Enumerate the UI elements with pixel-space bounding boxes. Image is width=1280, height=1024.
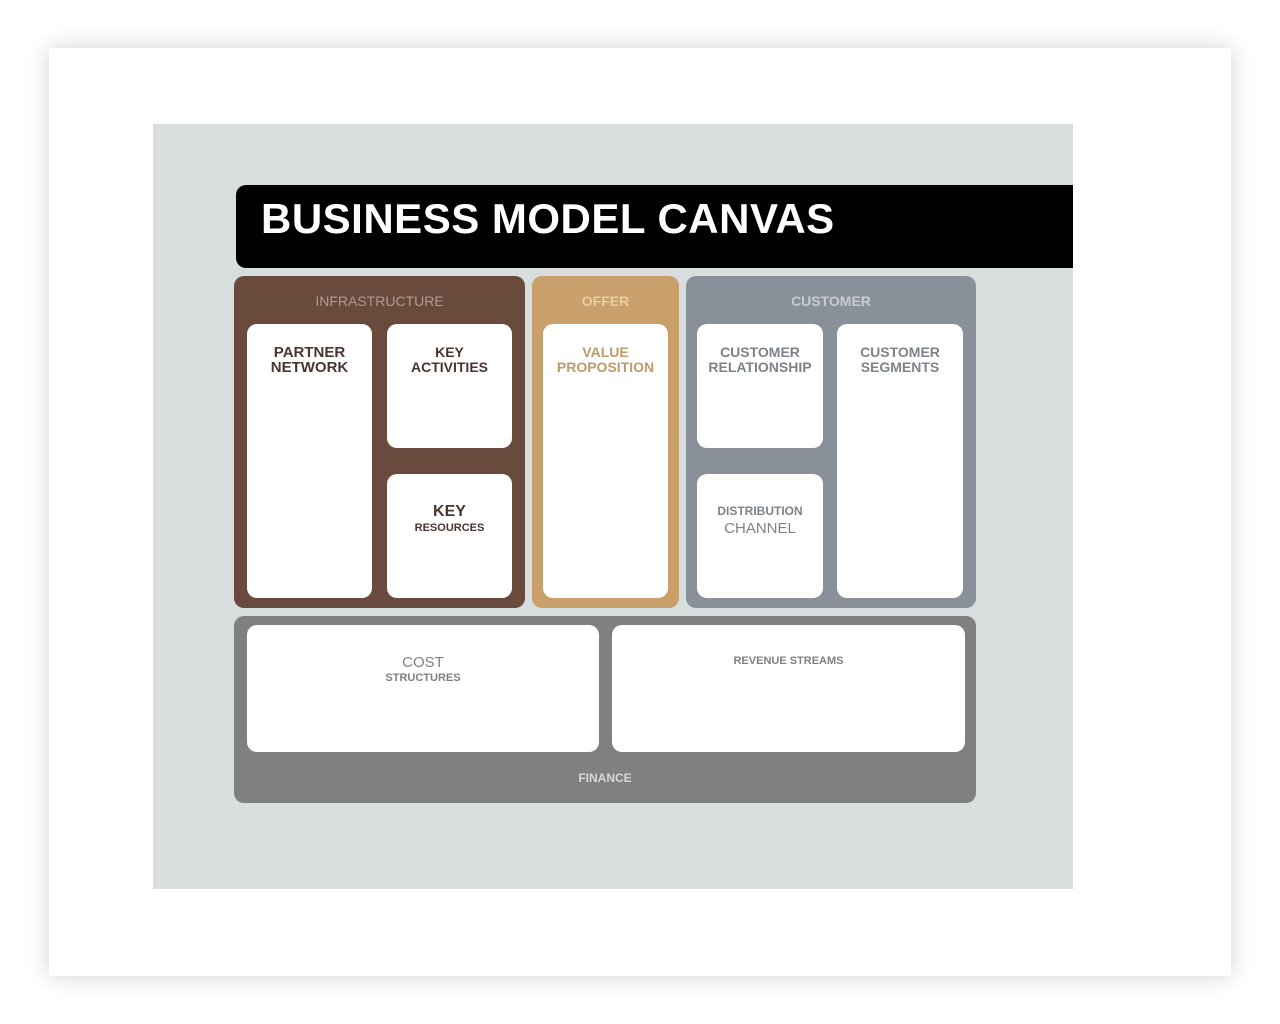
block-subtitle: RESOURCES — [414, 522, 485, 534]
block-title: KEY — [435, 344, 464, 360]
revenue-streams-block[interactable]: REVENUE STREAMS — [612, 625, 965, 752]
infrastructure-label: INFRASTRUCTURE — [315, 293, 444, 309]
block-subtitle: STRUCTURES — [385, 672, 461, 684]
block-title: REVENUE STREAMS — [733, 655, 844, 667]
title-bar — [236, 185, 1073, 268]
key-resources-block[interactable]: KEY RESOURCES — [387, 474, 512, 598]
block-subtitle: CHANNEL — [724, 520, 796, 537]
block-title: KEY — [433, 503, 466, 520]
block-title: VALUE — [582, 344, 629, 360]
key-activities-block[interactable]: KEY ACTIVITIES — [387, 324, 512, 448]
page-title: BUSINESS MODEL CANVAS — [261, 195, 835, 242]
value-proposition-block[interactable]: VALUE PROPOSITION — [543, 324, 668, 598]
block-title: RELATIONSHIP — [708, 359, 812, 375]
block-title: DISTRIBUTION — [717, 504, 803, 518]
finance-label: FINANCE — [578, 771, 632, 785]
block-title: PARTNER — [273, 344, 346, 361]
cost-structures-block[interactable]: COST STRUCTURES — [247, 625, 599, 752]
offer-label: OFFER — [581, 293, 630, 309]
block-title: COST — [402, 654, 444, 671]
block-title: CUSTOMER — [720, 344, 800, 360]
customer-relationship-block[interactable]: CUSTOMER RELATIONSHIP — [697, 324, 823, 448]
partner-network-block[interactable]: PARTNER NETWORK — [247, 324, 372, 598]
block-title: SEGMENTS — [860, 359, 940, 375]
distribution-channel-block[interactable]: DISTRIBUTION CHANNEL — [697, 474, 823, 598]
block-title: PROPOSITION — [556, 359, 655, 375]
block-title: CUSTOMER — [860, 344, 940, 360]
block-title: NETWORK — [270, 359, 349, 376]
customer-label: CUSTOMER — [791, 293, 871, 309]
block-title: ACTIVITIES — [410, 359, 488, 375]
customer-segments-block[interactable]: CUSTOMER SEGMENTS — [837, 324, 963, 598]
